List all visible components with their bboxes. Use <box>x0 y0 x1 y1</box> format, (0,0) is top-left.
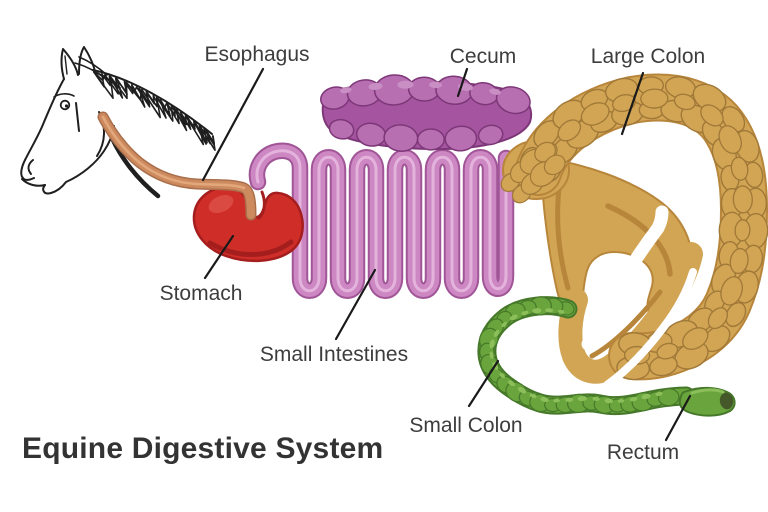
small-colon-organ <box>477 296 696 416</box>
leader-line-small-colon <box>467 359 500 408</box>
horse-head-illustration <box>20 46 216 199</box>
diagram-title: Equine Digestive System <box>22 432 384 465</box>
horse-head-outline <box>20 78 65 181</box>
fold-gap-lower <box>603 268 697 389</box>
stomach-fold-line <box>257 190 266 220</box>
horse-eye-pupil <box>64 104 69 108</box>
stomach-organ <box>192 185 304 263</box>
horse-brow-line <box>53 93 75 98</box>
label-small-colon: Small Colon <box>409 414 523 437</box>
rectum-opening <box>719 392 734 410</box>
rectum-organ <box>678 386 736 417</box>
small-intestines-organ <box>248 142 515 299</box>
rectum-sheen <box>690 388 725 395</box>
leader-line-rectum <box>664 394 692 442</box>
horse-mouth <box>21 178 46 187</box>
horse-nostril <box>27 159 34 175</box>
leader-line-stomach <box>203 234 235 280</box>
label-esophagus: Esophagus <box>204 43 310 66</box>
rectum-body <box>678 386 736 417</box>
label-rectum: Rectum <box>606 441 680 464</box>
horse-jaw <box>42 125 115 195</box>
esophagus-sheen <box>101 115 246 190</box>
label-large-colon: Large Colon <box>590 45 706 68</box>
small-intestines-sheen <box>255 149 508 293</box>
leader-line-small-intestines <box>334 268 377 341</box>
cecum-organ <box>320 74 532 152</box>
large-colon-fold-gaps <box>581 205 697 389</box>
large-colon-fold-band <box>558 242 703 384</box>
fold-gap-inner <box>581 205 669 351</box>
label-cecum: Cecum <box>449 45 517 68</box>
large-colon-organ <box>500 73 768 384</box>
label-stomach: Stomach <box>159 282 243 305</box>
horse-eye <box>59 99 71 111</box>
horse-left-ear-inner <box>64 55 68 75</box>
label-small-intestines: Small Intestines <box>259 343 409 366</box>
large-colon-shade-band <box>589 289 663 359</box>
leader-lines <box>201 67 692 442</box>
horse-left-ear <box>60 48 79 80</box>
leader-line-large-colon <box>620 71 645 136</box>
stomach-bottom-shade <box>207 239 294 257</box>
leader-line-esophagus <box>201 67 265 182</box>
horse-nose-bridge-line <box>75 102 80 132</box>
horse-mane <box>92 69 213 135</box>
esophagus-organ <box>97 111 257 221</box>
stomach-highlight <box>208 194 234 214</box>
leader-line-cecum <box>456 67 469 98</box>
